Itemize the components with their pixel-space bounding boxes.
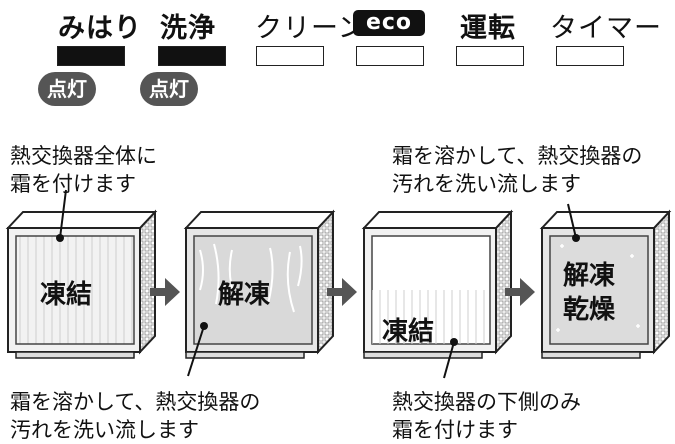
indicator-label-eco: eco <box>353 10 425 36</box>
flow-arrow-1 <box>150 278 180 306</box>
indicator-lamp-timer <box>556 46 624 66</box>
callout-step1: 熱交換器全体に 霜を付けます <box>10 144 157 196</box>
step4-label-line1: 解凍 <box>563 261 615 291</box>
flow-arrow-3 <box>505 278 535 306</box>
step3-label: 凍結 <box>382 316 434 347</box>
leader-dot-step4 <box>572 234 580 242</box>
callout-step2: 霜を溶かして、熱交換器の 汚れを洗い流します <box>10 390 261 442</box>
leader-dot-step1 <box>56 234 64 242</box>
indicator-lamp-clean <box>256 46 324 66</box>
leader-line-step2 <box>187 325 205 377</box>
indicator-label-unten: 運転 <box>460 13 516 44</box>
outdoor-unit-2 <box>183 209 336 359</box>
indicator-label-timer: タイマー <box>550 13 662 44</box>
callout-step4: 霜を溶かして、熱交換器の 汚れを洗い流します <box>392 144 643 196</box>
step4-label-line2: 乾燥 <box>563 295 616 325</box>
indicator-lamp-unten <box>456 46 524 66</box>
leader-line-step4 <box>567 203 577 239</box>
leader-line-step1 <box>59 189 67 239</box>
outdoor-unit-4 <box>539 209 672 359</box>
flow-arrow-2 <box>327 278 357 306</box>
step2-label: 解凍 <box>218 280 270 310</box>
leader-dot-step2 <box>200 322 208 330</box>
indicator-lamp-senjou <box>158 46 226 66</box>
indicator-label-clean: クリーン <box>255 13 366 44</box>
indicator-label-mihari: みはり <box>58 13 142 44</box>
indicator-lamp-eco <box>356 46 424 66</box>
indicator-lamp-mihari <box>57 46 125 66</box>
leader-line-step3 <box>443 341 455 379</box>
lit-badge-senjou: 点灯 <box>140 72 198 106</box>
leader-dot-step3 <box>450 338 458 346</box>
outdoor-unit-3 <box>361 209 514 359</box>
lit-badge-mihari: 点灯 <box>38 72 96 106</box>
outdoor-unit-1 <box>5 209 158 359</box>
callout-step3: 熱交換器の下側のみ 霜を付けます <box>392 390 581 442</box>
step1-label: 凍結 <box>40 279 92 310</box>
indicator-label-senjou: 洗浄 <box>160 13 216 44</box>
